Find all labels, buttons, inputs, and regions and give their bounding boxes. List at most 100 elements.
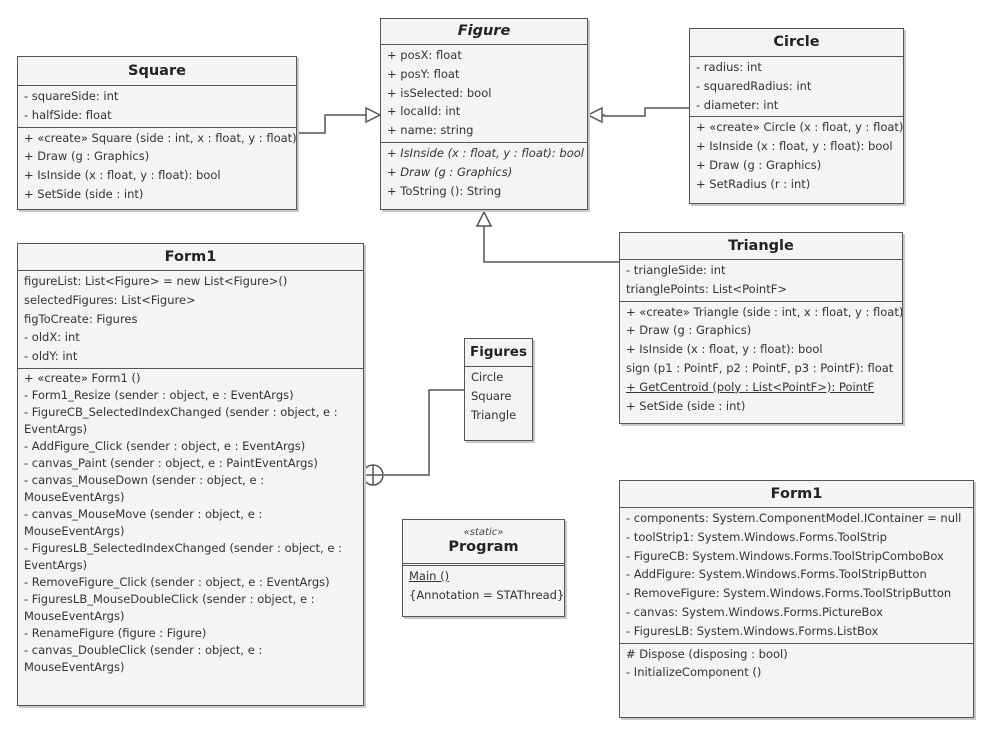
class-triangle-name: Triangle [728, 237, 794, 254]
operation: sign (p1 : PointF, p2 : PointF, p3 : Poi… [626, 360, 894, 375]
operation: - FiguresLB_SelectedIndexChanged (sender… [24, 540, 342, 572]
class-circle[interactable]: Circle - radius: int - squaredRadius: in… [689, 28, 904, 204]
class-square-operations: + «create» Square (side : int, x : float… [18, 128, 296, 206]
attribute: - oldY: int [24, 349, 78, 364]
operation: + GetCentroid (poly : List<PointF>): Poi… [626, 379, 875, 394]
operation: + Draw (g : Graphics) [24, 149, 150, 164]
class-form1-designer[interactable]: Form1 - components: System.ComponentMode… [619, 480, 974, 718]
class-triangle-operations: + «create» Triangle (side : int, x : flo… [620, 302, 902, 418]
attribute: - toolStrip1: System.Windows.Forms.ToolS… [626, 529, 887, 544]
class-triangle[interactable]: Triangle - triangleSide: int trianglePoi… [619, 232, 903, 424]
operation: - RemoveFigure_Click (sender : object, e… [24, 574, 330, 589]
attribute: - halfSide: float [24, 107, 112, 122]
class-program-header: «static» Program [403, 520, 564, 566]
enum-literal: Square [471, 388, 512, 403]
operation: + SetSide (side : int) [626, 398, 746, 413]
triangle-generalization-line [483, 226, 619, 263]
operation: + SetRadius (r : int) [696, 176, 811, 191]
operation: + Draw (g : Graphics) [387, 164, 513, 179]
square-generalization-line [297, 114, 366, 134]
attribute: - FigureCB: System.Windows.Forms.ToolStr… [626, 548, 944, 563]
attribute: - diameter: int [696, 97, 779, 112]
class-form1-designer-name: Form1 [770, 485, 823, 502]
operation: + Draw (g : Graphics) [626, 323, 752, 338]
operation: + «create» Circle (x : float, y : float) [696, 120, 904, 135]
attribute: + posY: float [387, 66, 460, 81]
attribute: - triangleSide: int [626, 263, 726, 277]
class-program-stereotype: «static» [463, 527, 504, 538]
operation: + Draw (g : Graphics) [696, 157, 822, 172]
operation: - FigureCB_SelectedIndexChanged (sender … [24, 404, 338, 436]
class-circle-attributes: - radius: int - squaredRadius: int - dia… [690, 57, 903, 118]
operation: + SetSide (side : int) [24, 186, 144, 201]
class-triangle-header: Triangle [620, 233, 902, 260]
attribute: selectedFigures: List<Figure> [24, 292, 196, 307]
operation: Main () [409, 569, 450, 583]
enum-figures[interactable]: Figures Circle Square Triangle [464, 338, 533, 441]
circle-generalization-arrowhead [586, 106, 603, 124]
class-program-operations: Main () {Annotation = STAThread} [403, 566, 564, 607]
attribute: - oldX: int [24, 330, 80, 345]
attribute: + posX: float [387, 48, 462, 62]
attribute: - squareSide: int [24, 89, 119, 103]
operation: - FiguresLB_MouseDoubleClick (sender : o… [24, 591, 315, 623]
operation: - Form1_Resize (sender : object, e : Eve… [24, 387, 294, 402]
class-figure-name: Figure [457, 23, 511, 39]
attribute: - FiguresLB: System.Windows.Forms.ListBo… [626, 623, 879, 638]
class-circle-name: Circle [773, 34, 820, 50]
operation: + «create» Square (side : int, x : float… [24, 130, 297, 145]
class-program[interactable]: «static» Program Main () {Annotation = S… [402, 519, 565, 617]
enum-literal: Circle [471, 370, 504, 384]
attribute: - radius: int [696, 60, 762, 74]
attribute: + isSelected: bool [387, 85, 492, 100]
operation-annotation: {Annotation = STAThread} [409, 587, 565, 602]
operation: + IsInside (x : float, y : float): bool [387, 145, 584, 160]
operation: + «create» Triangle (side : int, x : flo… [626, 304, 903, 319]
class-circle-header: Circle [690, 29, 903, 57]
operation: - AddFigure_Click (sender : object, e : … [24, 438, 306, 453]
class-figure-attributes: + posX: float + posY: float + isSelected… [381, 45, 587, 143]
operation: - canvas_MouseMove (sender : object, e :… [24, 506, 263, 538]
class-form1-main-name: Form1 [164, 248, 217, 265]
class-form1-designer-header: Form1 [620, 481, 973, 508]
attribute: figToCreate: Figures [24, 311, 138, 326]
class-square-header: Square [18, 57, 296, 86]
class-figure-header: Figure [381, 19, 587, 45]
operation: - canvas_MouseDown (sender : object, e :… [24, 472, 265, 504]
class-form1-main-operations: + «create» Form1 () - Form1_Resize (send… [18, 369, 363, 678]
nesting-anchor-icon [362, 464, 384, 486]
attribute: - components: System.ComponentModel.ICon… [626, 511, 962, 525]
enum-figures-literals: Circle Square Triangle [465, 367, 532, 426]
class-form1-main-attributes: figureList: List<Figure> = new List<Figu… [18, 271, 363, 369]
operation: - canvas_DoubleClick (sender : object, e… [24, 642, 263, 674]
attribute: + localId: int [387, 104, 461, 119]
triangle-generalization-arrowhead [475, 210, 493, 227]
operation: - InitializeComponent () [626, 665, 762, 680]
class-figure[interactable]: Figure + posX: float + posY: float + isS… [380, 18, 588, 210]
class-form1-designer-operations: # Dispose (disposing : bool) - Initializ… [620, 644, 973, 685]
class-form1-designer-attributes: - components: System.ComponentModel.ICon… [620, 508, 973, 644]
operation: - canvas_Paint (sender : object, e : Pai… [24, 455, 318, 470]
class-circle-operations: + «create» Circle (x : float, y : float)… [690, 117, 903, 195]
attribute: - RemoveFigure: System.Windows.Forms.Too… [626, 586, 952, 601]
attribute: + name: string [387, 123, 474, 138]
operation: + IsInside (x : float, y : float): bool [24, 168, 221, 183]
class-figure-operations: + IsInside (x : float, y : float): bool … [381, 143, 587, 202]
operation: # Dispose (disposing : bool) [626, 646, 788, 661]
class-program-name: Program [448, 539, 519, 555]
class-form1-main-header: Form1 [18, 244, 363, 271]
class-square-name: Square [128, 62, 186, 79]
operation: + ToString (): String [387, 183, 502, 198]
operation: + «create» Form1 () [24, 370, 141, 385]
operation: - RenameFigure (figure : Figure) [24, 625, 207, 640]
operation: + IsInside (x : float, y : float): bool [626, 342, 823, 357]
enum-figures-header: Figures [465, 339, 532, 367]
attribute: - AddFigure: System.Windows.Forms.ToolSt… [626, 567, 927, 582]
class-form1-main[interactable]: Form1 figureList: List<Figure> = new Lis… [17, 243, 364, 706]
nesting-line [384, 389, 464, 476]
square-generalization-arrowhead [365, 106, 382, 124]
enum-figures-name: Figures [470, 344, 527, 360]
class-square[interactable]: Square - squareSide: int - halfSide: flo… [17, 56, 297, 210]
